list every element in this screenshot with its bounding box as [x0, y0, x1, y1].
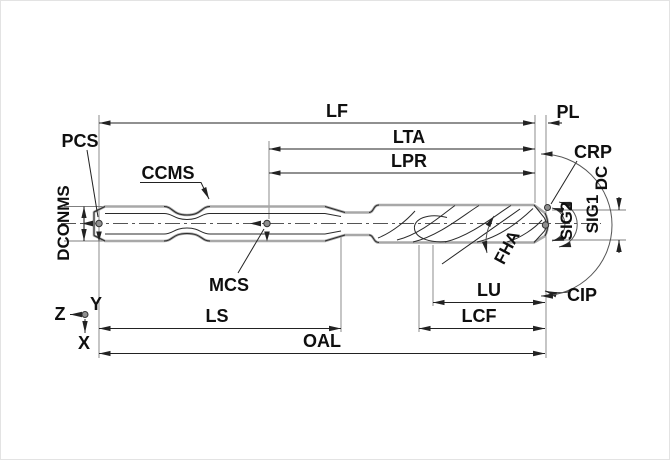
fha-tangent-line: [441, 208, 521, 265]
flute-helix-6: [506, 219, 543, 243]
drill-point: [533, 204, 549, 243]
leader-mcs: [237, 228, 265, 274]
axes-origin-point: [81, 311, 89, 318]
leaders-and-arcs: [86, 149, 613, 299]
label-fha: FHA: [491, 228, 524, 268]
shank-inner-bottom: [105, 227, 325, 235]
body-step: [368, 204, 380, 243]
mcs-z-arrow: [250, 220, 261, 227]
label-dconms: DCONMS: [54, 185, 73, 261]
label-lta: LTA: [393, 127, 425, 147]
label-lpr: LPR: [391, 151, 427, 171]
shank-inner-top: [105, 213, 325, 221]
label-ccms: CCMS: [142, 163, 195, 183]
tool-detail-lines: [93, 204, 549, 243]
pcs-point: [95, 219, 103, 228]
mcs-point: [263, 219, 271, 228]
leader-pcs: [86, 149, 99, 218]
pcs-x-arrow: [96, 231, 102, 242]
flute-helix-1: [377, 210, 416, 239]
shank-taper: [324, 206, 346, 242]
sig-angle-arc-outer: [558, 201, 578, 248]
point-profile-arc: [540, 151, 613, 299]
label-oal: OAL: [303, 331, 341, 351]
label-mcs: MCS: [209, 275, 249, 295]
fha-angle-arc: [481, 215, 495, 254]
flute-helix-3: [412, 205, 480, 243]
reference-points: [82, 204, 551, 242]
dimension-lines: [81, 120, 622, 357]
crp-point: [544, 204, 551, 211]
mcs-x-arrow: [264, 231, 270, 242]
tip-center-point: [541, 221, 550, 229]
label-pcs: PCS: [61, 131, 98, 151]
label-lu: LU: [477, 280, 501, 300]
neck-bottom: [163, 232, 211, 242]
leader-ccms: [140, 182, 210, 200]
label-ls: LS: [205, 306, 228, 326]
label-sig1: SIG1: [583, 195, 602, 234]
dimension-labels: LF PL LTA LPR PCS CCMS DCONMS MCS CRP DC…: [54, 101, 612, 351]
label-crp: CRP: [574, 142, 612, 162]
label-sig2: SIG2: [557, 202, 576, 241]
flute-helix-2: [396, 205, 456, 241]
label-dc: DC: [592, 166, 611, 191]
label-pl: PL: [556, 102, 579, 122]
label-lf: LF: [326, 101, 348, 121]
z-axis-label: Z: [55, 304, 66, 324]
leader-crp: [550, 160, 578, 205]
label-lcf: LCF: [462, 306, 497, 326]
x-axis-label: X: [78, 333, 90, 353]
coordinate-axes: Z Y X: [55, 294, 103, 353]
neck-top: [163, 206, 211, 216]
flute-runout: [413, 215, 448, 243]
pcs-z-arrow: [82, 220, 93, 227]
label-cip: CIP: [567, 285, 597, 305]
y-axis-label: Y: [90, 294, 102, 314]
